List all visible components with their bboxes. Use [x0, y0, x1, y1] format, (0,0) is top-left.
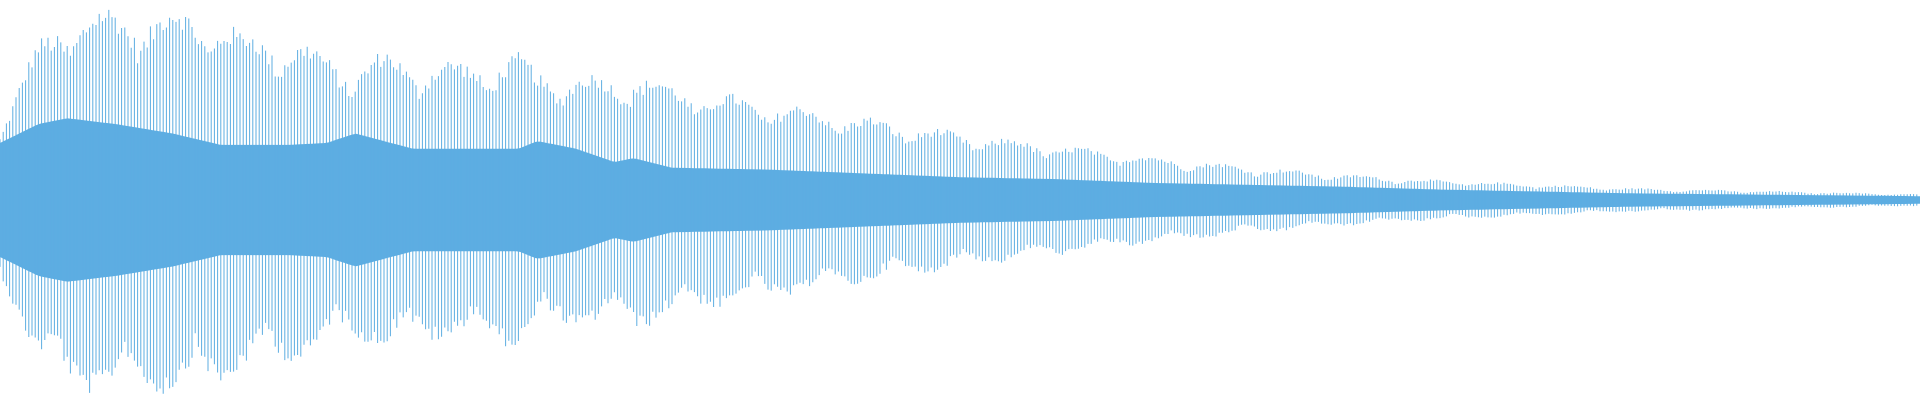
waveform-lines: [0, 9, 1918, 394]
waveform-oscillation: [0, 9, 1918, 394]
